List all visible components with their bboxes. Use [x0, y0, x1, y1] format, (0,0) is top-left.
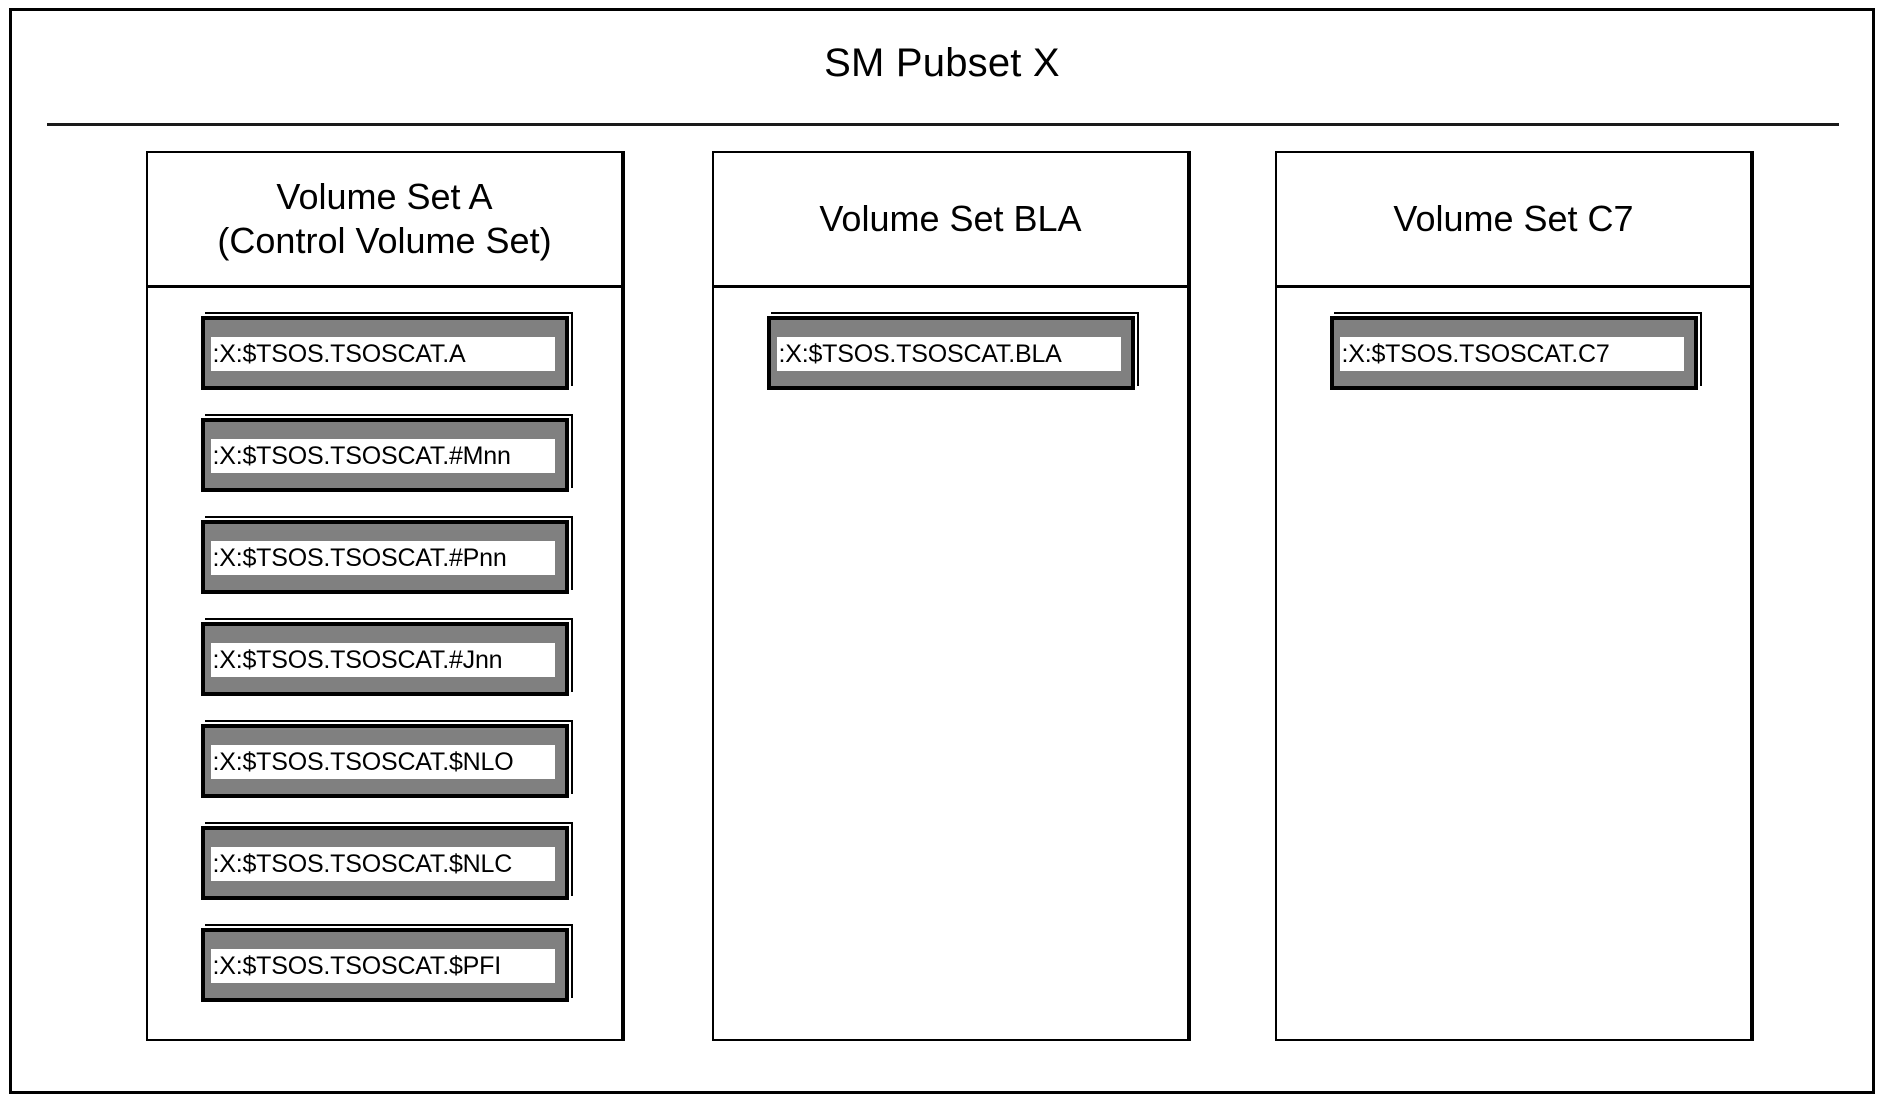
- volume-set-bla: Volume Set BLA :X:$TSOS.TSOSCAT.BLA: [712, 151, 1189, 1041]
- catalog-label-band: :X:$TSOS.TSOSCAT.#Jnn: [210, 643, 555, 677]
- volume-set-a-header: Volume Set A (Control Volume Set): [148, 153, 621, 288]
- catalog-label: :X:$TSOS.TSOSCAT.C7: [1341, 340, 1610, 368]
- volume-set-bla-header: Volume Set BLA: [714, 153, 1187, 288]
- catalog-entry: :X:$TSOS.TSOSCAT.#Pnn: [200, 520, 569, 594]
- volume-set-a: Volume Set A (Control Volume Set) :X:$TS…: [146, 151, 623, 1041]
- catalog-label-band: :X:$TSOS.TSOSCAT.$NLC: [210, 847, 555, 881]
- catalog-label: :X:$TSOS.TSOSCAT.#Jnn: [212, 646, 503, 674]
- catalog-label: :X:$TSOS.TSOSCAT.$PFI: [212, 952, 502, 980]
- catalog-entry: :X:$TSOS.TSOSCAT.#Mnn: [200, 418, 569, 492]
- catalog-entry: :X:$TSOS.TSOSCAT.$NLO: [200, 724, 569, 798]
- figure-frame: SM Pubset X Volume Set A (Control Volume…: [9, 8, 1875, 1094]
- catalog-label: :X:$TSOS.TSOSCAT.$NLC: [212, 850, 513, 878]
- volume-set-a-catalog-list: :X:$TSOS.TSOSCAT.A :X:$TSOS.TSOSCAT.#Mnn…: [148, 288, 621, 1002]
- catalog-label: :X:$TSOS.TSOSCAT.#Mnn: [212, 442, 511, 470]
- volume-set-bla-title: Volume Set BLA: [819, 198, 1082, 239]
- catalog-entry: :X:$TSOS.TSOSCAT.#Jnn: [200, 622, 569, 696]
- catalog-entry: :X:$TSOS.TSOSCAT.$PFI: [200, 928, 569, 1002]
- catalog-label: :X:$TSOS.TSOSCAT.BLA: [778, 340, 1062, 368]
- volume-set-a-title: Volume Set A (Control Volume Set): [217, 176, 552, 261]
- catalog-label: :X:$TSOS.TSOSCAT.#Pnn: [212, 544, 507, 572]
- page-title: SM Pubset X: [824, 41, 1060, 85]
- catalog-label-band: :X:$TSOS.TSOSCAT.#Pnn: [210, 541, 555, 575]
- catalog-entry: :X:$TSOS.TSOSCAT.C7: [1329, 316, 1698, 390]
- volume-set-c7-title: Volume Set C7: [1393, 198, 1634, 239]
- catalog-label-band: :X:$TSOS.TSOSCAT.A: [210, 337, 555, 371]
- catalog-label-band: :X:$TSOS.TSOSCAT.#Mnn: [210, 439, 555, 473]
- catalog-entry: :X:$TSOS.TSOSCAT.BLA: [766, 316, 1135, 390]
- volume-set-c7: Volume Set C7 :X:$TSOS.TSOSCAT.C7: [1275, 151, 1752, 1041]
- catalog-label-band: :X:$TSOS.TSOSCAT.C7: [1339, 337, 1684, 371]
- volume-set-c7-header: Volume Set C7: [1277, 153, 1750, 288]
- volume-set-c7-catalog-list: :X:$TSOS.TSOSCAT.C7: [1277, 288, 1750, 390]
- catalog-label-band: :X:$TSOS.TSOSCAT.BLA: [776, 337, 1121, 371]
- catalog-entry: :X:$TSOS.TSOSCAT.A: [200, 316, 569, 390]
- catalog-label: :X:$TSOS.TSOSCAT.$NLO: [212, 748, 514, 776]
- catalog-label-band: :X:$TSOS.TSOSCAT.$PFI: [210, 949, 555, 983]
- catalog-entry: :X:$TSOS.TSOSCAT.$NLC: [200, 826, 569, 900]
- volume-set-row: Volume Set A (Control Volume Set) :X:$TS…: [12, 151, 1872, 1051]
- catalog-label-band: :X:$TSOS.TSOSCAT.$NLO: [210, 745, 555, 779]
- volume-set-bla-catalog-list: :X:$TSOS.TSOSCAT.BLA: [714, 288, 1187, 390]
- catalog-label: :X:$TSOS.TSOSCAT.A: [212, 340, 466, 368]
- title-divider: [47, 123, 1839, 126]
